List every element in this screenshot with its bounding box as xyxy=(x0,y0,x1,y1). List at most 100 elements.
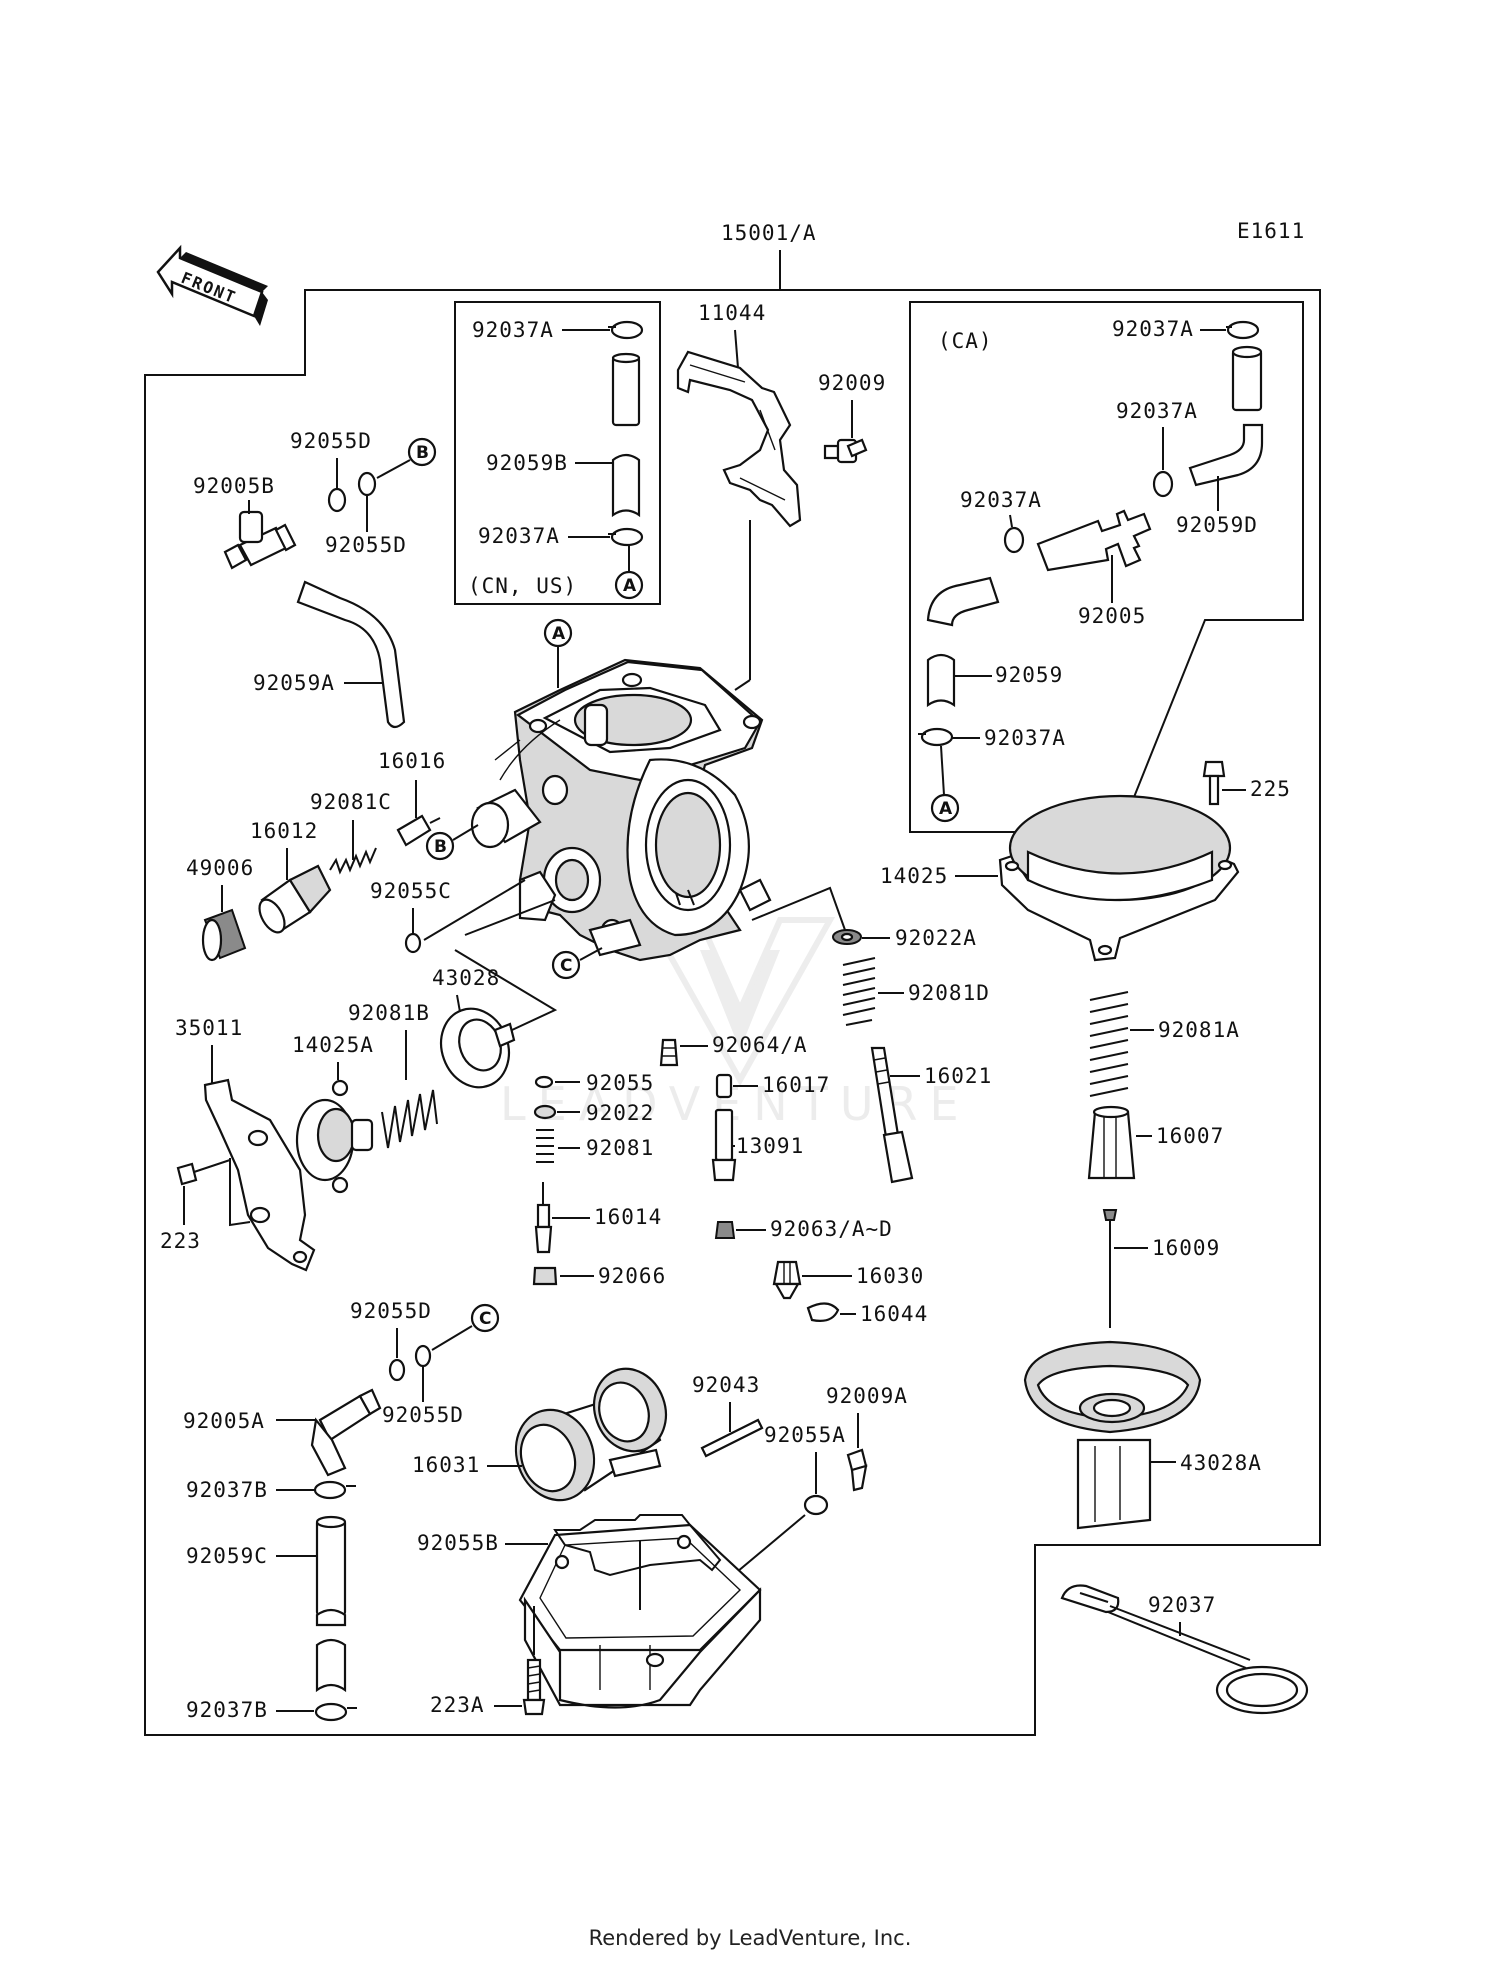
label-92037A-5[interactable]: 92037A xyxy=(960,488,1042,512)
part-92059A-hose xyxy=(296,580,406,729)
part-43028A-diaphragm xyxy=(1023,1340,1202,1530)
label-14025A[interactable]: 14025A xyxy=(292,1033,374,1057)
label-16044[interactable]: 16044 xyxy=(860,1302,928,1326)
part-92005A-fitting xyxy=(310,1388,382,1477)
label-92064A[interactable]: 92064/A xyxy=(712,1033,808,1057)
diagram-code: E1611 xyxy=(1237,219,1305,243)
label-92059D[interactable]: 92059D xyxy=(1176,513,1258,537)
part-11044-bracket xyxy=(676,350,802,528)
part-92005B-fitting xyxy=(223,510,297,570)
label-92059[interactable]: 92059 xyxy=(995,663,1063,687)
label-92005A[interactable]: 92005A xyxy=(183,1409,265,1433)
label-92022[interactable]: 92022 xyxy=(586,1101,654,1125)
label-49006[interactable]: 49006 xyxy=(186,856,254,880)
part-92022-washer xyxy=(533,1104,557,1120)
label-92081C[interactable]: 92081C xyxy=(310,790,392,814)
part-16017-jet xyxy=(715,1073,733,1099)
label-92037A-1[interactable]: 92037A xyxy=(472,318,554,342)
part-16007-needle-holder xyxy=(1087,1105,1136,1180)
part-35011-cover-plate xyxy=(203,1078,316,1272)
part-92037B-clamp-2 xyxy=(314,1702,348,1722)
label-92005[interactable]: 92005 xyxy=(1078,604,1146,628)
label-16031[interactable]: 16031 xyxy=(412,1453,480,1477)
label-92081A[interactable]: 92081A xyxy=(1158,1018,1240,1042)
label-92055[interactable]: 92055 xyxy=(586,1071,654,1095)
label-92081[interactable]: 92081 xyxy=(586,1136,654,1160)
label-92037A-2[interactable]: 92037A xyxy=(478,524,560,548)
label-92055D-4[interactable]: 92055D xyxy=(382,1403,464,1427)
label-16012[interactable]: 16012 xyxy=(250,819,318,843)
part-16016-screw xyxy=(396,814,432,847)
label-92037A-3[interactable]: 92037A xyxy=(1112,317,1194,341)
label-92055D-1[interactable]: 92055D xyxy=(290,429,372,453)
svg-text:B: B xyxy=(416,443,429,463)
part-float-bowl xyxy=(518,1523,762,1709)
label-92037B-2[interactable]: 92037B xyxy=(186,1698,268,1722)
ca-hose-parts xyxy=(918,320,1264,747)
label-92022A[interactable]: 92022A xyxy=(895,926,977,950)
part-43028-diaphragm xyxy=(440,1007,516,1089)
label-92063[interactable]: 92063/A~D xyxy=(770,1217,893,1241)
part-225-screw xyxy=(1202,760,1226,806)
label-92059A[interactable]: 92059A xyxy=(253,671,335,695)
label-92005B[interactable]: 92005B xyxy=(193,474,275,498)
label-13091[interactable]: 13091 xyxy=(736,1134,804,1158)
label-92055C[interactable]: 92055C xyxy=(370,879,452,903)
label-16017[interactable]: 16017 xyxy=(762,1073,830,1097)
label-225[interactable]: 225 xyxy=(1250,777,1291,801)
part-92009-screw xyxy=(823,438,868,464)
svg-text:A: A xyxy=(939,799,953,819)
label-43028A[interactable]: 43028A xyxy=(1180,1451,1262,1475)
label-92081D[interactable]: 92081D xyxy=(908,981,990,1005)
label-92055B[interactable]: 92055B xyxy=(417,1531,499,1555)
label-92066[interactable]: 92066 xyxy=(598,1264,666,1288)
label-43028[interactable]: 43028 xyxy=(432,966,500,990)
label-92037A-4[interactable]: 92037A xyxy=(1116,399,1198,423)
inset-note-cn-us: (CN, US) xyxy=(468,574,577,598)
svg-text:C: C xyxy=(479,1309,491,1329)
label-92059C[interactable]: 92059C xyxy=(186,1544,268,1568)
part-92081A-spring xyxy=(1089,991,1129,1097)
label-92037B-1[interactable]: 92037B xyxy=(186,1478,268,1502)
label-16007[interactable]: 16007 xyxy=(1156,1124,1224,1148)
part-14025A-cover xyxy=(295,1079,374,1194)
assembly-number-label[interactable]: 15001/A xyxy=(721,221,817,245)
label-92081B[interactable]: 92081B xyxy=(348,1001,430,1025)
footer-credit: Rendered by LeadVenture, Inc. xyxy=(588,1926,912,1950)
front-arrow-icon: FRONT xyxy=(156,244,268,326)
part-223A-screw xyxy=(522,1658,546,1716)
label-16030[interactable]: 16030 xyxy=(856,1264,924,1288)
label-92055D-2[interactable]: 92055D xyxy=(325,533,407,557)
label-92037A-6[interactable]: 92037A xyxy=(984,726,1066,750)
svg-text:A: A xyxy=(623,576,637,596)
marker-C-body xyxy=(551,950,581,980)
label-223A[interactable]: 223A xyxy=(430,1693,485,1717)
watermark: LEADVENTURE xyxy=(500,917,959,1131)
label-223[interactable]: 223 xyxy=(160,1229,201,1253)
label-92055A[interactable]: 92055A xyxy=(764,1423,846,1447)
label-92009A[interactable]: 92009A xyxy=(826,1384,908,1408)
svg-text:B: B xyxy=(434,837,447,857)
marker-B-body xyxy=(425,831,455,861)
part-92055-oring xyxy=(534,1075,554,1089)
cn-us-hose-parts xyxy=(608,320,644,547)
label-92009[interactable]: 92009 xyxy=(818,371,886,395)
part-92055B-gasket xyxy=(553,1514,722,1577)
label-16014[interactable]: 16014 xyxy=(594,1205,662,1229)
label-11044[interactable]: 11044 xyxy=(698,301,766,325)
label-92055D-3[interactable]: 92055D xyxy=(350,1299,432,1323)
part-92037B-clamp-1 xyxy=(313,1480,347,1500)
part-16014-pilot-screw xyxy=(534,1182,553,1254)
part-92063-main-jet xyxy=(714,1221,736,1239)
label-92037[interactable]: 92037 xyxy=(1148,1593,1216,1617)
part-92081B-spring xyxy=(381,1089,438,1149)
label-16021[interactable]: 16021 xyxy=(924,1064,992,1088)
label-16009[interactable]: 16009 xyxy=(1152,1236,1220,1260)
label-92043[interactable]: 92043 xyxy=(692,1373,760,1397)
label-16016[interactable]: 16016 xyxy=(378,749,446,773)
label-14025[interactable]: 14025 xyxy=(880,864,948,888)
part-92066-cap xyxy=(532,1266,558,1286)
part-92059C-hose xyxy=(315,1515,347,1693)
label-35011[interactable]: 35011 xyxy=(175,1016,243,1040)
label-92059B[interactable]: 92059B xyxy=(486,451,568,475)
